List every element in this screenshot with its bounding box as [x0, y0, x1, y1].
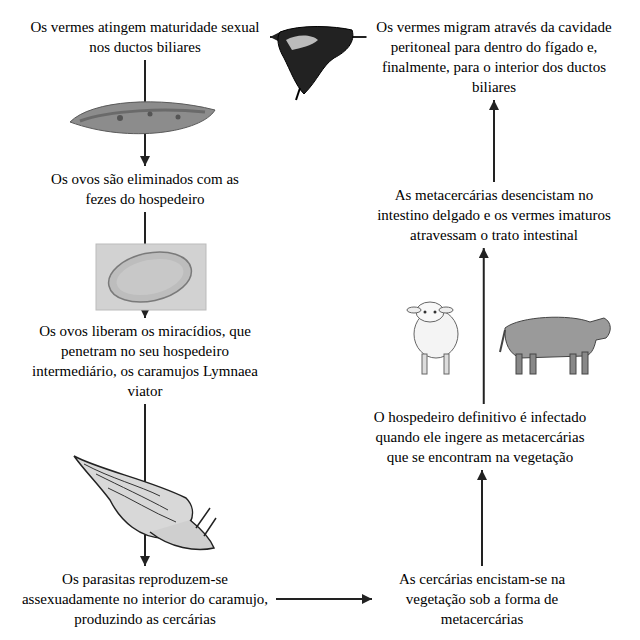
cow-illustration [500, 317, 610, 374]
sheep-illustration [407, 302, 458, 374]
snail-illustration [74, 456, 216, 549]
step-text: Os parasitas reproduzem-se assexuadament… [18, 569, 272, 629]
cycle-step: Os ovos liberam os miracídios, que penet… [19, 318, 271, 404]
cycle-arrow [483, 248, 485, 404]
cycle-arrow [276, 598, 372, 600]
step-text: As cercárias encistam-se na vegetação so… [376, 569, 588, 629]
fluke-illustration [70, 102, 215, 134]
cycle-step: Os vermes atingem maturidade sexual nos … [20, 14, 270, 60]
step-text: Os ovos são eliminados com as fezes do h… [39, 169, 251, 209]
liver-illustration [278, 27, 353, 101]
step-text: As metacercárias desencistam no intestin… [376, 185, 613, 245]
egg-illustration [96, 244, 206, 310]
step-text: Os vermes atingem maturidade sexual nos … [24, 17, 266, 57]
step-text: Os ovos liberam os miracídios, que penet… [23, 321, 267, 401]
cycle-step: Os ovos são eliminados com as fezes do h… [35, 166, 255, 212]
cycle-step: As metacercárias desencistam no intestin… [372, 182, 617, 248]
cycle-step: As cercárias encistam-se na vegetação so… [372, 566, 592, 632]
step-text: O hospedeiro definitivo é infectado quan… [368, 407, 592, 467]
cycle-arrow [493, 100, 495, 182]
step-text: Os vermes migram através da cavidade per… [371, 17, 618, 97]
cycle-step: Os vermes migram através da cavidade per… [367, 14, 622, 100]
cycle-step: O hospedeiro definitivo é infectado quan… [364, 404, 596, 470]
cycle-step: Os parasitas reproduzem-se assexuadament… [14, 566, 276, 632]
cycle-arrow [481, 470, 483, 566]
